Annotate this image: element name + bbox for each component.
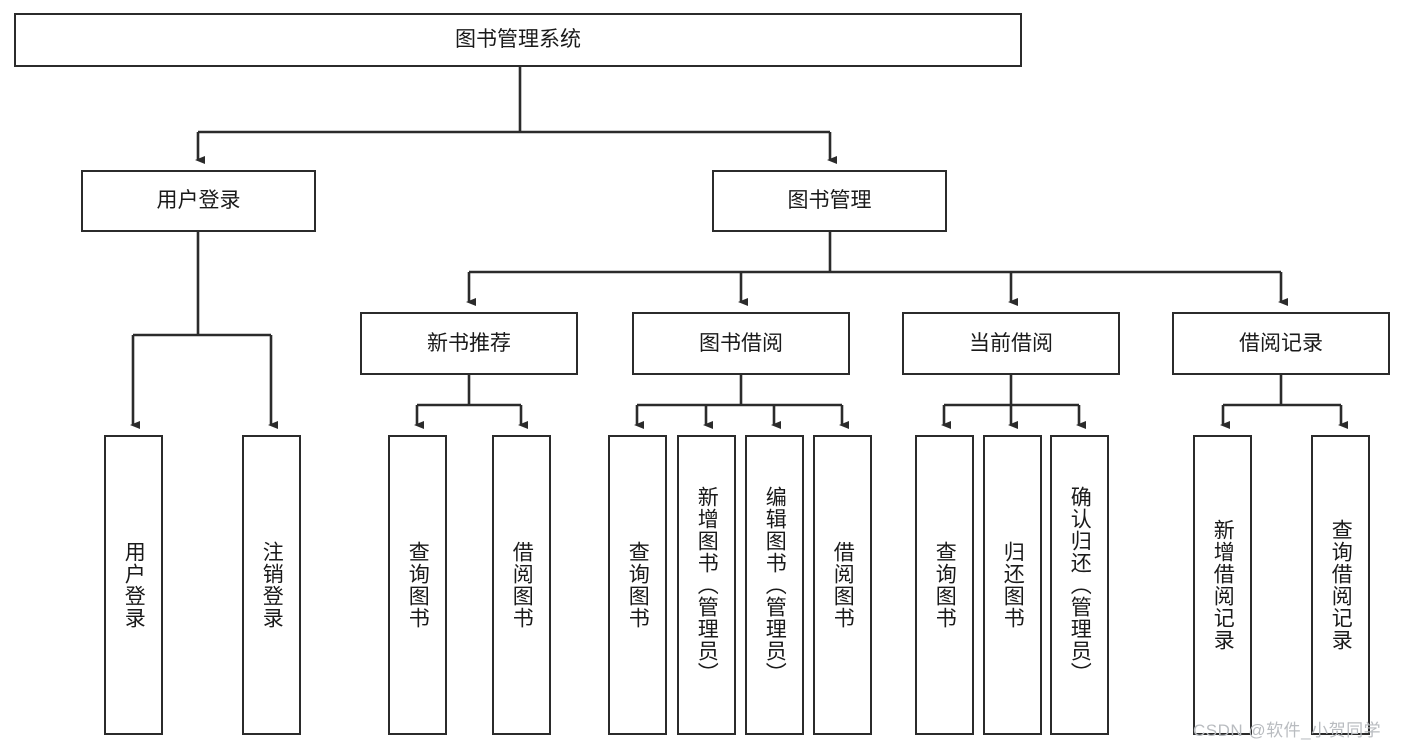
leaf-query-borrow-record[interactable]: 查询借阅记录 [1311,435,1370,735]
node-label: 借阅记录 [1239,331,1323,355]
node-label: 图书管理 [787,189,872,213]
leaf-return-book[interactable]: 归还图书 [983,435,1042,735]
node-label: 借阅图书 [831,541,855,629]
leaf-confirm-return-admin[interactable]: 确认归还（管理员） [1050,435,1109,735]
node-label: 用户登录 [122,541,146,629]
node-label: 当前借阅 [969,331,1053,355]
node-label: 新书推荐 [427,331,511,355]
node-label: 新增借阅记录 [1211,519,1235,651]
node-label: 新增图书（管理员） [695,486,719,684]
node-label: 查询借阅记录 [1329,519,1353,651]
leaf-query-book-borrow[interactable]: 查询图书 [608,435,667,735]
node-label: 查询图书 [933,541,957,629]
leaf-borrow-book-newbook[interactable]: 借阅图书 [492,435,551,735]
node-book-management[interactable]: 图书管理 [712,170,947,232]
node-borrow-record[interactable]: 借阅记录 [1172,312,1390,375]
watermark: CSDN @软件_小贺同学 [1193,721,1382,740]
node-new-book-recommend[interactable]: 新书推荐 [360,312,578,375]
node-label: 查询图书 [626,541,650,629]
node-current-borrow[interactable]: 当前借阅 [902,312,1120,375]
node-label: 借阅图书 [510,541,534,629]
leaf-logout-login[interactable]: 注销登录 [242,435,301,735]
leaf-add-book-admin[interactable]: 新增图书（管理员） [677,435,736,735]
leaf-borrow-book[interactable]: 借阅图书 [813,435,872,735]
leaf-user-login[interactable]: 用户登录 [104,435,163,735]
node-label: 查询图书 [406,541,430,629]
leaf-add-borrow-record[interactable]: 新增借阅记录 [1193,435,1252,735]
node-label: 注销登录 [260,541,284,629]
node-root-system[interactable]: 图书管理系统 [14,13,1022,67]
leaf-query-book-current[interactable]: 查询图书 [915,435,974,735]
node-book-borrow[interactable]: 图书借阅 [632,312,850,375]
node-user-login[interactable]: 用户登录 [81,170,316,232]
node-label: 编辑图书（管理员） [763,486,787,684]
node-label: 用户登录 [156,189,241,213]
leaf-query-book-newbook[interactable]: 查询图书 [388,435,447,735]
leaf-edit-book-admin[interactable]: 编辑图书（管理员） [745,435,804,735]
node-label: 确认归还（管理员） [1068,486,1092,684]
node-label: 图书管理系统 [455,28,581,52]
node-label: 归还图书 [1001,541,1025,629]
node-label: 图书借阅 [699,331,783,355]
